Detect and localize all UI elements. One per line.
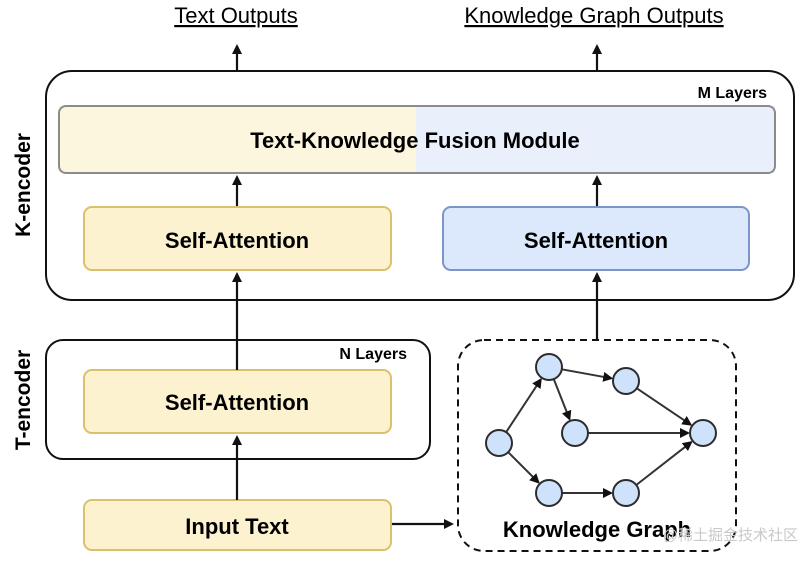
fusion-module-text-half (59, 106, 416, 173)
kg-node (612, 367, 640, 395)
input-text-label: Input Text (185, 514, 289, 539)
t-self-attention-label: Self-Attention (165, 390, 309, 415)
kg-outputs-label: Knowledge Graph Outputs (464, 3, 723, 28)
kg-edge (636, 387, 693, 426)
kg-node (535, 353, 563, 381)
kg-edge (552, 378, 572, 421)
watermark: @稀土掘金技术社区 (663, 527, 798, 544)
k-kg-self-attention-box (442, 206, 750, 271)
kg-node (612, 479, 640, 507)
kg-edge (505, 377, 542, 433)
m-layers-label: M Layers (698, 85, 767, 102)
kg-node (485, 429, 513, 457)
kg-edge (635, 440, 693, 486)
knowledge-graph-network (485, 353, 717, 507)
kg-node (689, 419, 717, 447)
knowledge-graph-label: Knowledge Graph (503, 517, 691, 542)
fusion-module: Text-Knowledge Fusion Module (58, 105, 776, 174)
kg-node (561, 419, 589, 447)
fusion-module-border (58, 105, 776, 174)
k-encoder-label: K-encoder (12, 133, 35, 237)
kg-edge (507, 451, 540, 484)
n-layers-label: N Layers (339, 346, 407, 363)
fusion-module-kg-half (416, 106, 775, 173)
fusion-module-label: Text-Knowledge Fusion Module (250, 128, 580, 153)
k-kg-self-attention-label: Self-Attention (524, 228, 668, 253)
kg-edge (561, 368, 614, 382)
text-outputs-label: Text Outputs (174, 3, 298, 28)
knowledge-graph-container (457, 339, 737, 552)
kg-node (535, 479, 563, 507)
k-text-self-attention-box (83, 206, 392, 271)
k-text-self-attention-label: Self-Attention (165, 228, 309, 253)
t-encoder-label: T-encoder (12, 350, 35, 450)
